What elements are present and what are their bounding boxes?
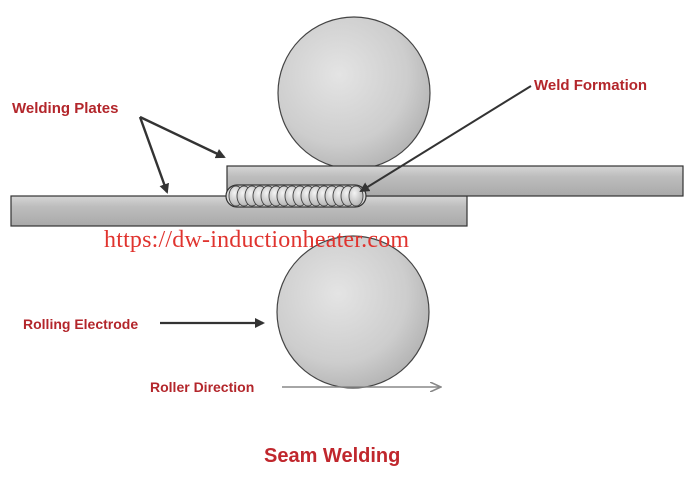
- top-roller: [277, 16, 431, 170]
- weld-formation-label: Weld Formation: [534, 77, 648, 94]
- rolling-electrode-label: Rolling Electrode: [23, 316, 139, 332]
- weld-nugget: [348, 185, 364, 207]
- diagram-title: Seam Welding: [264, 445, 401, 467]
- weld-bead: [225, 184, 367, 208]
- welding-plates-arrow-to-lower-plate: [138, 116, 169, 194]
- welding-plates-arrow-to-upper-plate: [139, 115, 226, 159]
- weld-formation-arrow: [359, 85, 532, 193]
- bottom-roller-rolling-electrode: [276, 235, 430, 389]
- welding-plates-label: Welding Plates: [12, 100, 119, 117]
- roller-direction-label: Roller Direction: [150, 379, 255, 395]
- watermark-url: https://dw-inductionheater.com: [104, 227, 410, 253]
